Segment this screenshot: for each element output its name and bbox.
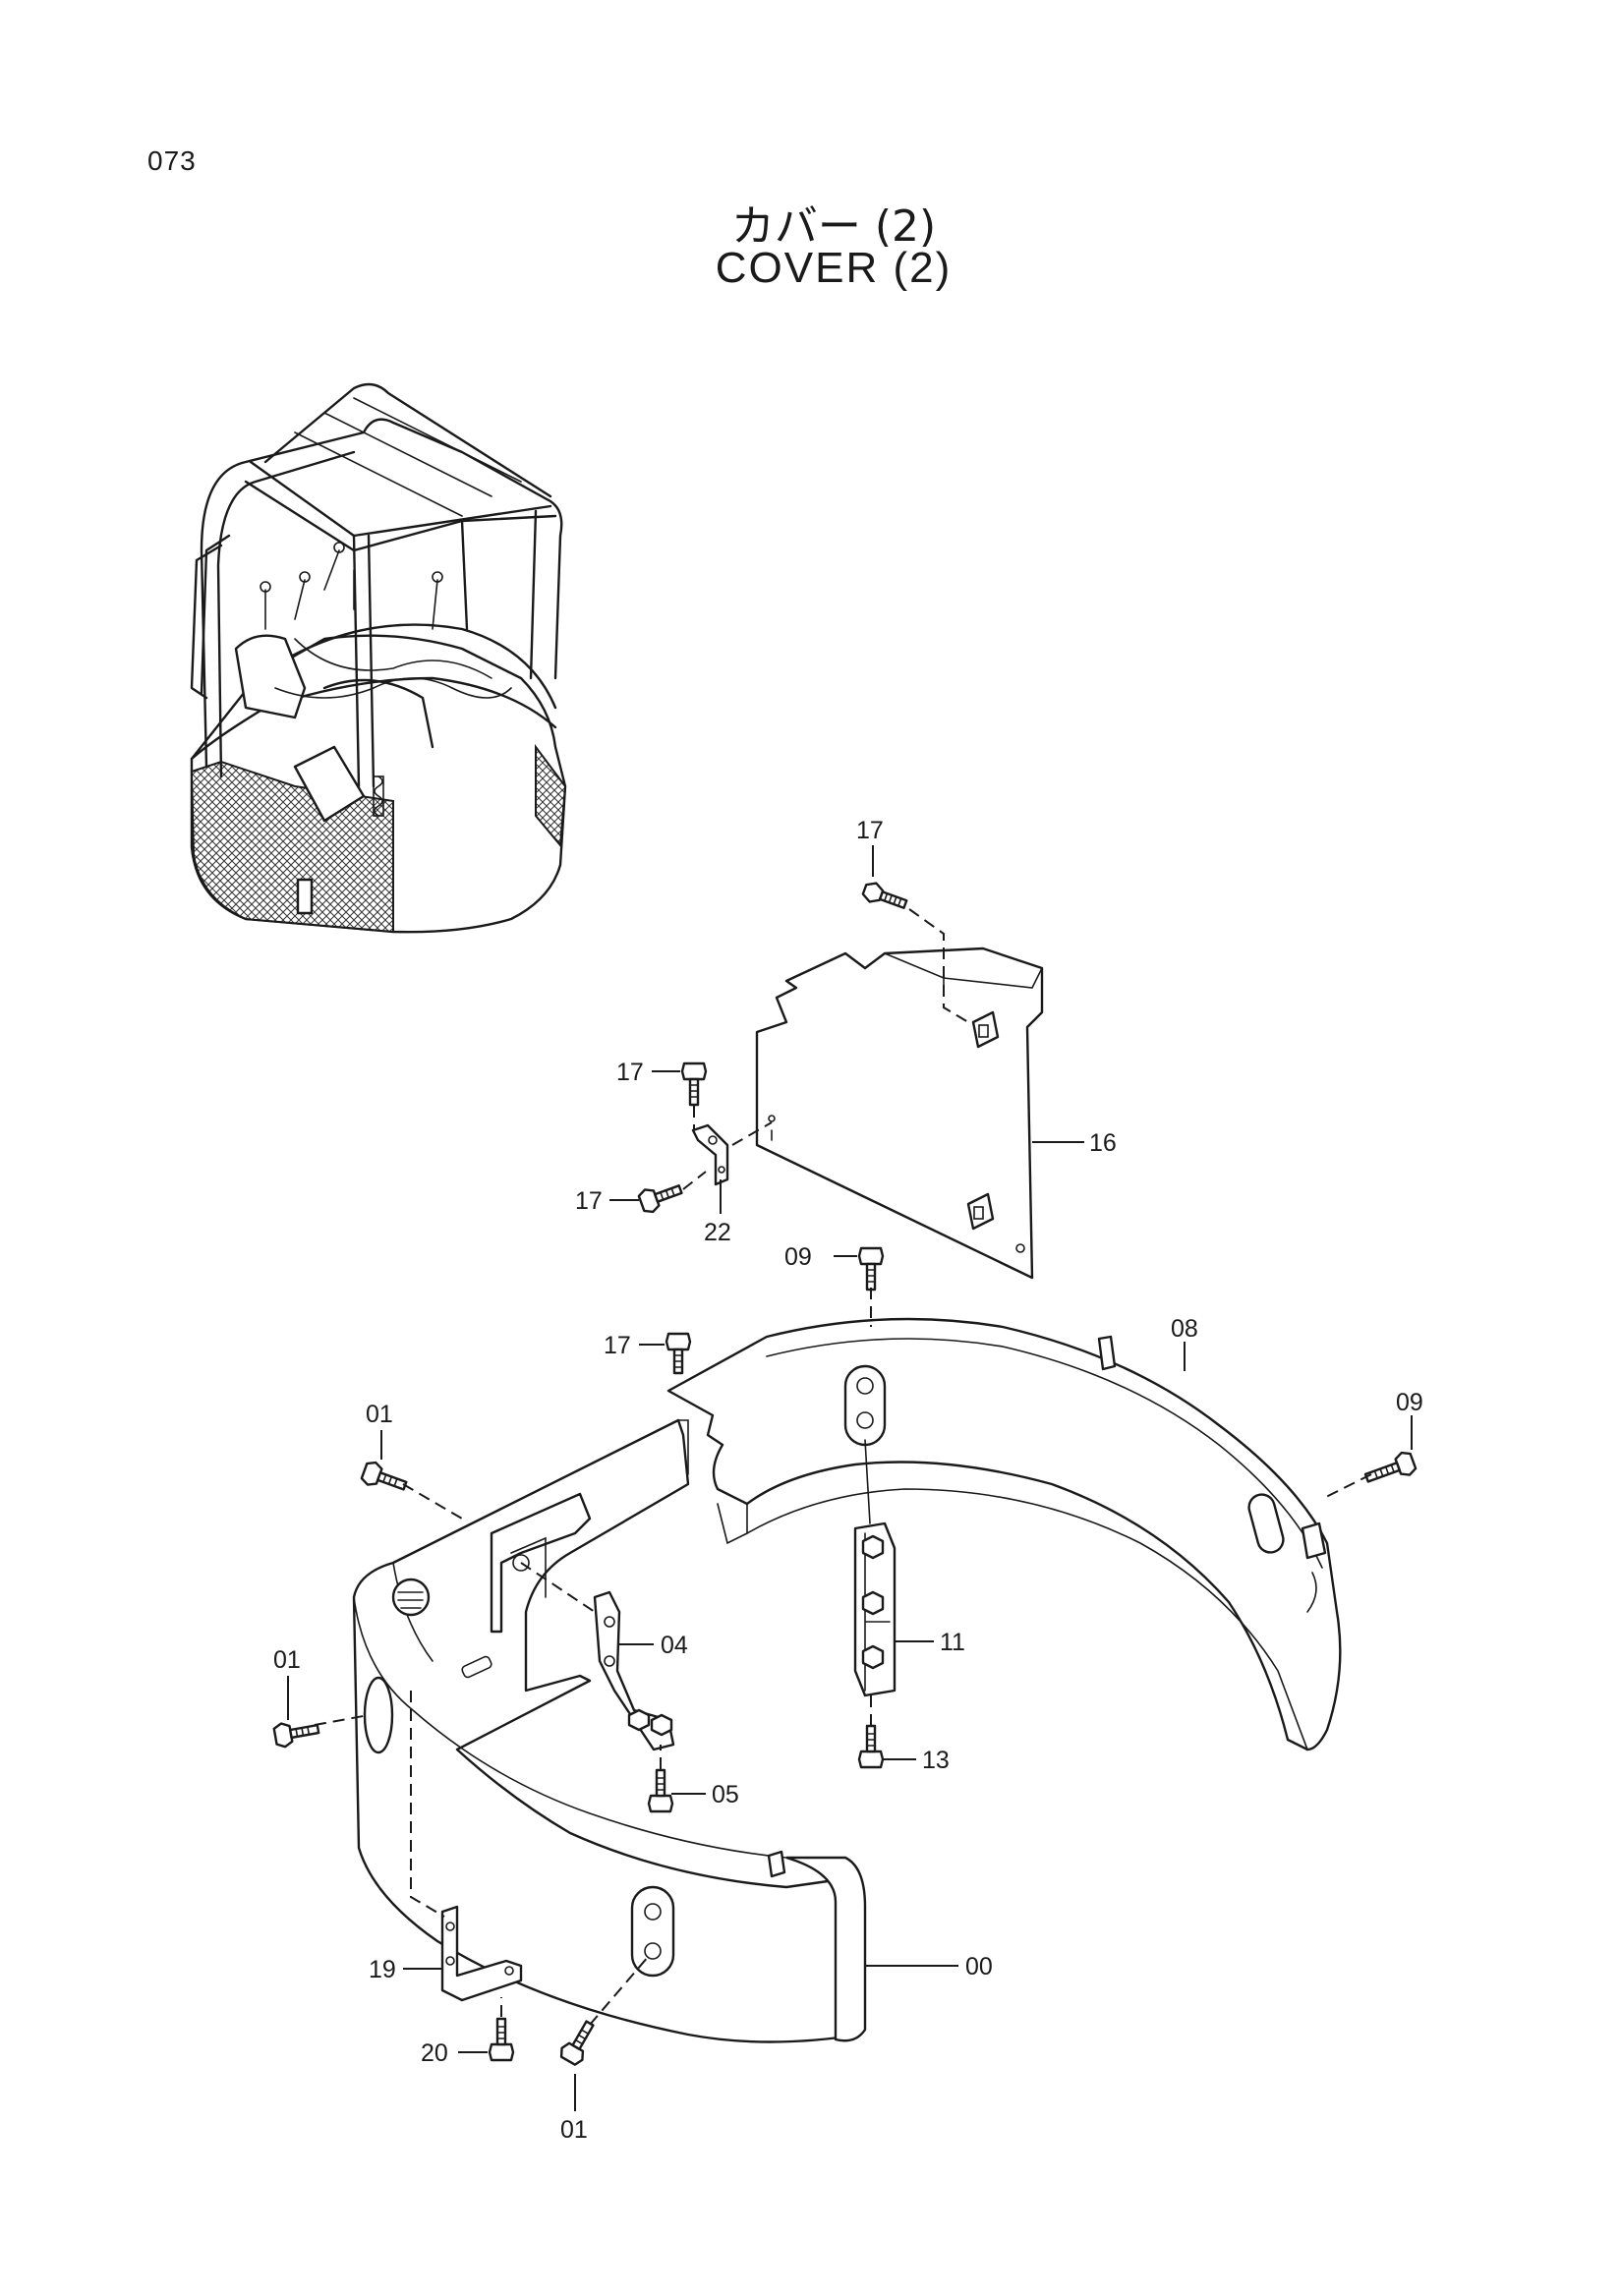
callout-label: 01 — [273, 1646, 301, 1674]
callout-label: 17 — [856, 817, 884, 844]
callout-label: 09 — [784, 1243, 812, 1271]
callout-leader-lines — [287, 845, 1413, 2111]
machine-body-rim — [190, 676, 557, 761]
callout-label: 20 — [421, 2039, 448, 2067]
callout-label: 17 — [604, 1332, 631, 1359]
grille-latch — [296, 878, 314, 915]
bolt-fasteners — [272, 882, 1418, 2066]
callout-label: 11 — [940, 1629, 965, 1656]
callout-label: 17 — [575, 1187, 603, 1215]
part-08-rear-cover — [666, 1317, 1342, 1751]
part-04-bracket — [593, 1590, 675, 1751]
callout-label: 13 — [922, 1747, 950, 1774]
callout-label: 01 — [560, 2116, 588, 2144]
callout-label: 16 — [1089, 1129, 1117, 1157]
assembly-dashed-lines — [314, 908, 1372, 2026]
side-grille-mesh — [535, 744, 567, 848]
callout-label: 00 — [965, 1953, 993, 1980]
callout-label: 01 — [366, 1401, 393, 1428]
part-19-bracket — [440, 1905, 523, 2002]
canopy-frame — [200, 418, 563, 769]
part-22-bracket — [691, 1123, 729, 1186]
callout-label: 09 — [1396, 1389, 1423, 1416]
title-english: COVER (2) — [715, 244, 953, 292]
callout-label: 08 — [1171, 1315, 1198, 1343]
canopy-handrail — [190, 544, 223, 700]
callout-label: 05 — [712, 1781, 739, 1808]
callout-label: 19 — [369, 1956, 396, 1983]
machine-overview-illustration — [190, 382, 567, 934]
part-11-bracket — [853, 1521, 897, 1697]
operator-seat — [234, 634, 307, 719]
part-00-front-cover — [352, 1418, 867, 2043]
callout-label: 04 — [661, 1632, 688, 1659]
page-number: 073 — [147, 145, 197, 176]
callout-label: 17 — [616, 1059, 644, 1086]
title-japanese: カバー (2) — [730, 201, 937, 252]
callout-labels: 17 17 16 17 22 09 17 08 09 01 04 11 01 1… — [273, 817, 1423, 2144]
callout-label: 22 — [704, 1219, 731, 1246]
part-16-cover-plate — [755, 947, 1044, 1280]
